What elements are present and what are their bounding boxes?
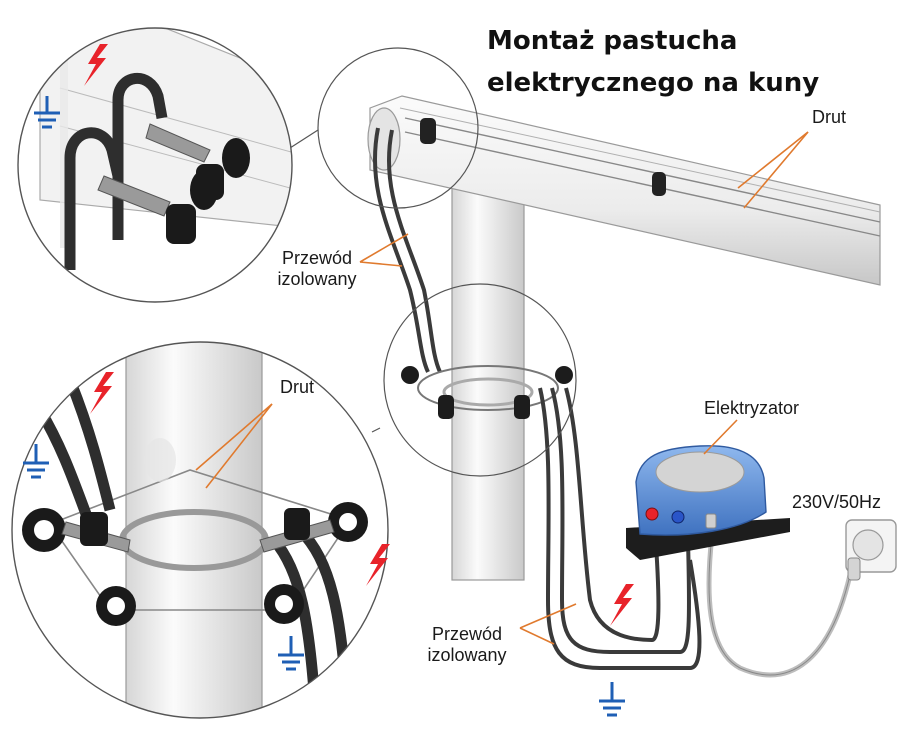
- bottom-insulated-cables: [538, 387, 692, 670]
- zoom-connector-top: [289, 129, 319, 149]
- mains-cable: [706, 534, 853, 678]
- ground-cable: [688, 559, 702, 670]
- zoom-circle-ring: [383, 283, 577, 477]
- pole-ring-fence: [401, 365, 573, 419]
- zoom-circle-beam: [317, 47, 479, 209]
- leader-lines: [195, 131, 809, 645]
- electrifier-device: [626, 445, 790, 560]
- title-line-1: Montaż pastucha: [487, 26, 738, 56]
- detail-ring-circle: [11, 341, 389, 719]
- label-przewod-bottom-line1: Przewód: [431, 624, 503, 644]
- wall-socket: [845, 519, 897, 581]
- label-przewod-bottom-line2: izolowany: [427, 645, 507, 665]
- ground-symbol-icon: [599, 682, 625, 717]
- ground-symbol-icon: [23, 444, 49, 479]
- zoom-connector-bottom: [371, 427, 381, 433]
- label-power: 230V/50Hz: [792, 492, 882, 512]
- top-insulated-cable: [373, 127, 442, 373]
- mains-cable-outline: [708, 534, 851, 676]
- main-horizontal-beam: [367, 95, 881, 286]
- label-przewod-top: Przewód izolowany: [262, 248, 372, 290]
- label-drut-top: Drut: [812, 107, 847, 127]
- label-przewod-top-line2: izolowany: [277, 269, 357, 289]
- label-przewod-top-line1: Przewód: [281, 248, 353, 268]
- label-elektryzator: Elektryzator: [704, 398, 800, 418]
- lightning-bolt-icon: [84, 44, 108, 86]
- ground-symbol-icon: [278, 636, 304, 671]
- main-vertical-pole: [451, 142, 525, 581]
- title-line-2: elektrycznego na kuny: [487, 68, 820, 98]
- lightning-bolt-icon: [610, 584, 634, 626]
- lightning-bolt-icon: [90, 372, 114, 414]
- label-przewod-bottom: Przewód izolowany: [412, 624, 522, 666]
- label-drut-detail: Drut: [280, 377, 315, 397]
- beam-insulators: [420, 118, 666, 196]
- page-title: Montaż pastucha elektrycznego na kuny: [487, 20, 819, 104]
- beam-wires: [404, 117, 881, 237]
- ground-symbol-icon: [34, 96, 60, 129]
- lightning-bolt-icon: [366, 544, 390, 586]
